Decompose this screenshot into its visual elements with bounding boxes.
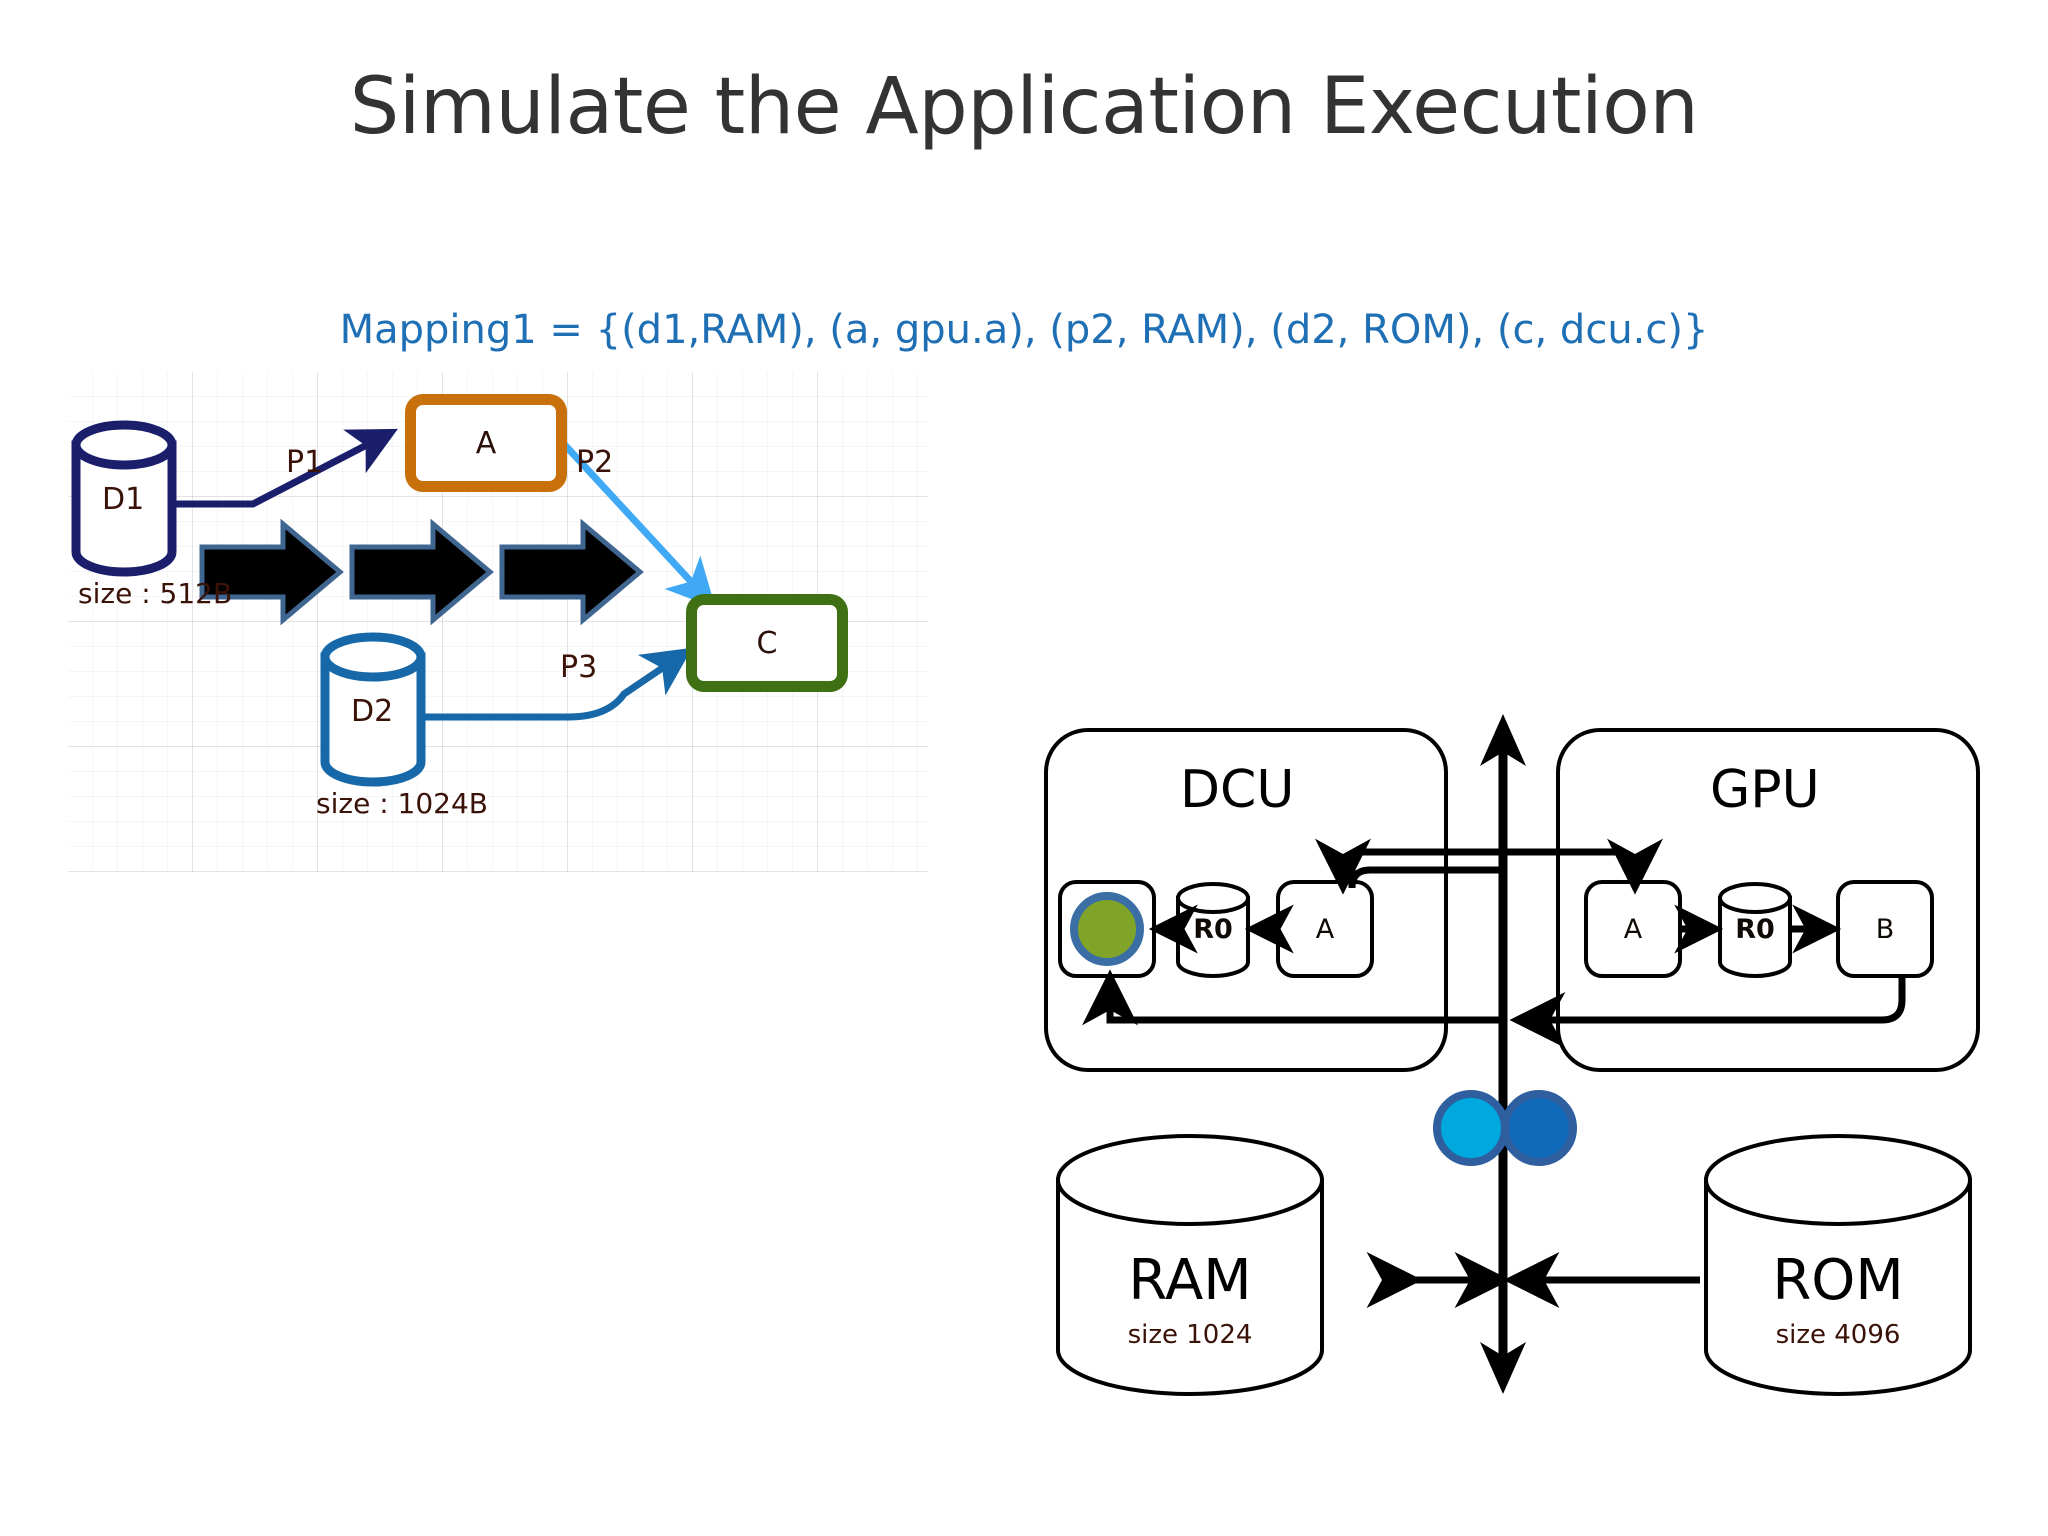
data-node-label-d1: D1: [102, 482, 145, 517]
block-arrow-3: [499, 518, 644, 626]
gpu-register-r0: [1718, 882, 1792, 978]
memory-size-ram: size 1024: [1127, 1320, 1253, 1350]
memory-rom: [1704, 1134, 1972, 1396]
task-node-label-c: C: [756, 625, 778, 661]
bus-token-left: [1433, 1090, 1509, 1166]
memory-title-rom: ROM: [1772, 1248, 1904, 1313]
edge-p2: [548, 427, 716, 609]
mapping-caption: Mapping1 = {(d1,RAM), (a, gpu.a), (p2, R…: [339, 307, 1709, 353]
memory-title-ram: RAM: [1128, 1248, 1252, 1313]
task-node-a[interactable]: A: [405, 394, 567, 492]
edge-p3: [421, 647, 693, 721]
data-node-d2: [320, 632, 426, 787]
memory-ram: [1056, 1134, 1324, 1396]
edge-p1: [172, 428, 398, 508]
unit-title-dcu: DCU: [1180, 760, 1295, 820]
dcu-task-label-a: A: [1315, 914, 1335, 945]
page-title: Simulate the Application Execution: [349, 62, 1699, 152]
application-task-graph: D1 size : 512B D2 size : 1024B P1 P2 P3 …: [68, 372, 928, 872]
data-size-label-d1: size : 512B: [78, 577, 233, 610]
bus-token-right: [1501, 1090, 1577, 1166]
edge-label-p1: P1: [286, 445, 324, 480]
bus-to-gpu-a: [1503, 838, 1663, 895]
data-node-d1: [71, 420, 177, 577]
block-arrow-1: [199, 518, 344, 626]
dcu-token-circle: [1070, 892, 1144, 966]
edge-label-p2: P2: [576, 445, 614, 480]
dcu-feedback-line: [1082, 969, 1500, 1026]
platform-shapes: [1044, 714, 1980, 1396]
data-node-label-d2: D2: [351, 694, 394, 729]
unit-title-gpu: GPU: [1710, 760, 1820, 820]
dcu-register-label-r0: R0: [1193, 914, 1233, 945]
gpu-b-to-bus: [1509, 978, 1906, 1048]
bus-arrow-down: [1480, 1342, 1526, 1394]
bus-dcu-elbow: [1315, 838, 1503, 895]
task-node-label-a: A: [475, 425, 497, 461]
memory-size-rom: size 4096: [1775, 1320, 1901, 1350]
gpu-task-label-a: A: [1623, 914, 1643, 945]
platform-architecture: DCU GPU R0 A A R0 B RAM size 1024 ROM si…: [1030, 700, 2010, 1400]
edge-label-p3: P3: [560, 650, 598, 685]
gpu-register-label-r0: R0: [1735, 914, 1775, 945]
data-size-label-d2: size : 1024B: [316, 787, 488, 820]
bus-arrow-up: [1480, 714, 1526, 766]
task-node-c[interactable]: C: [686, 594, 848, 692]
block-arrow-2: [349, 518, 494, 626]
gpu-task-label-b: B: [1875, 914, 1895, 945]
app-graph-edges: [71, 420, 716, 787]
